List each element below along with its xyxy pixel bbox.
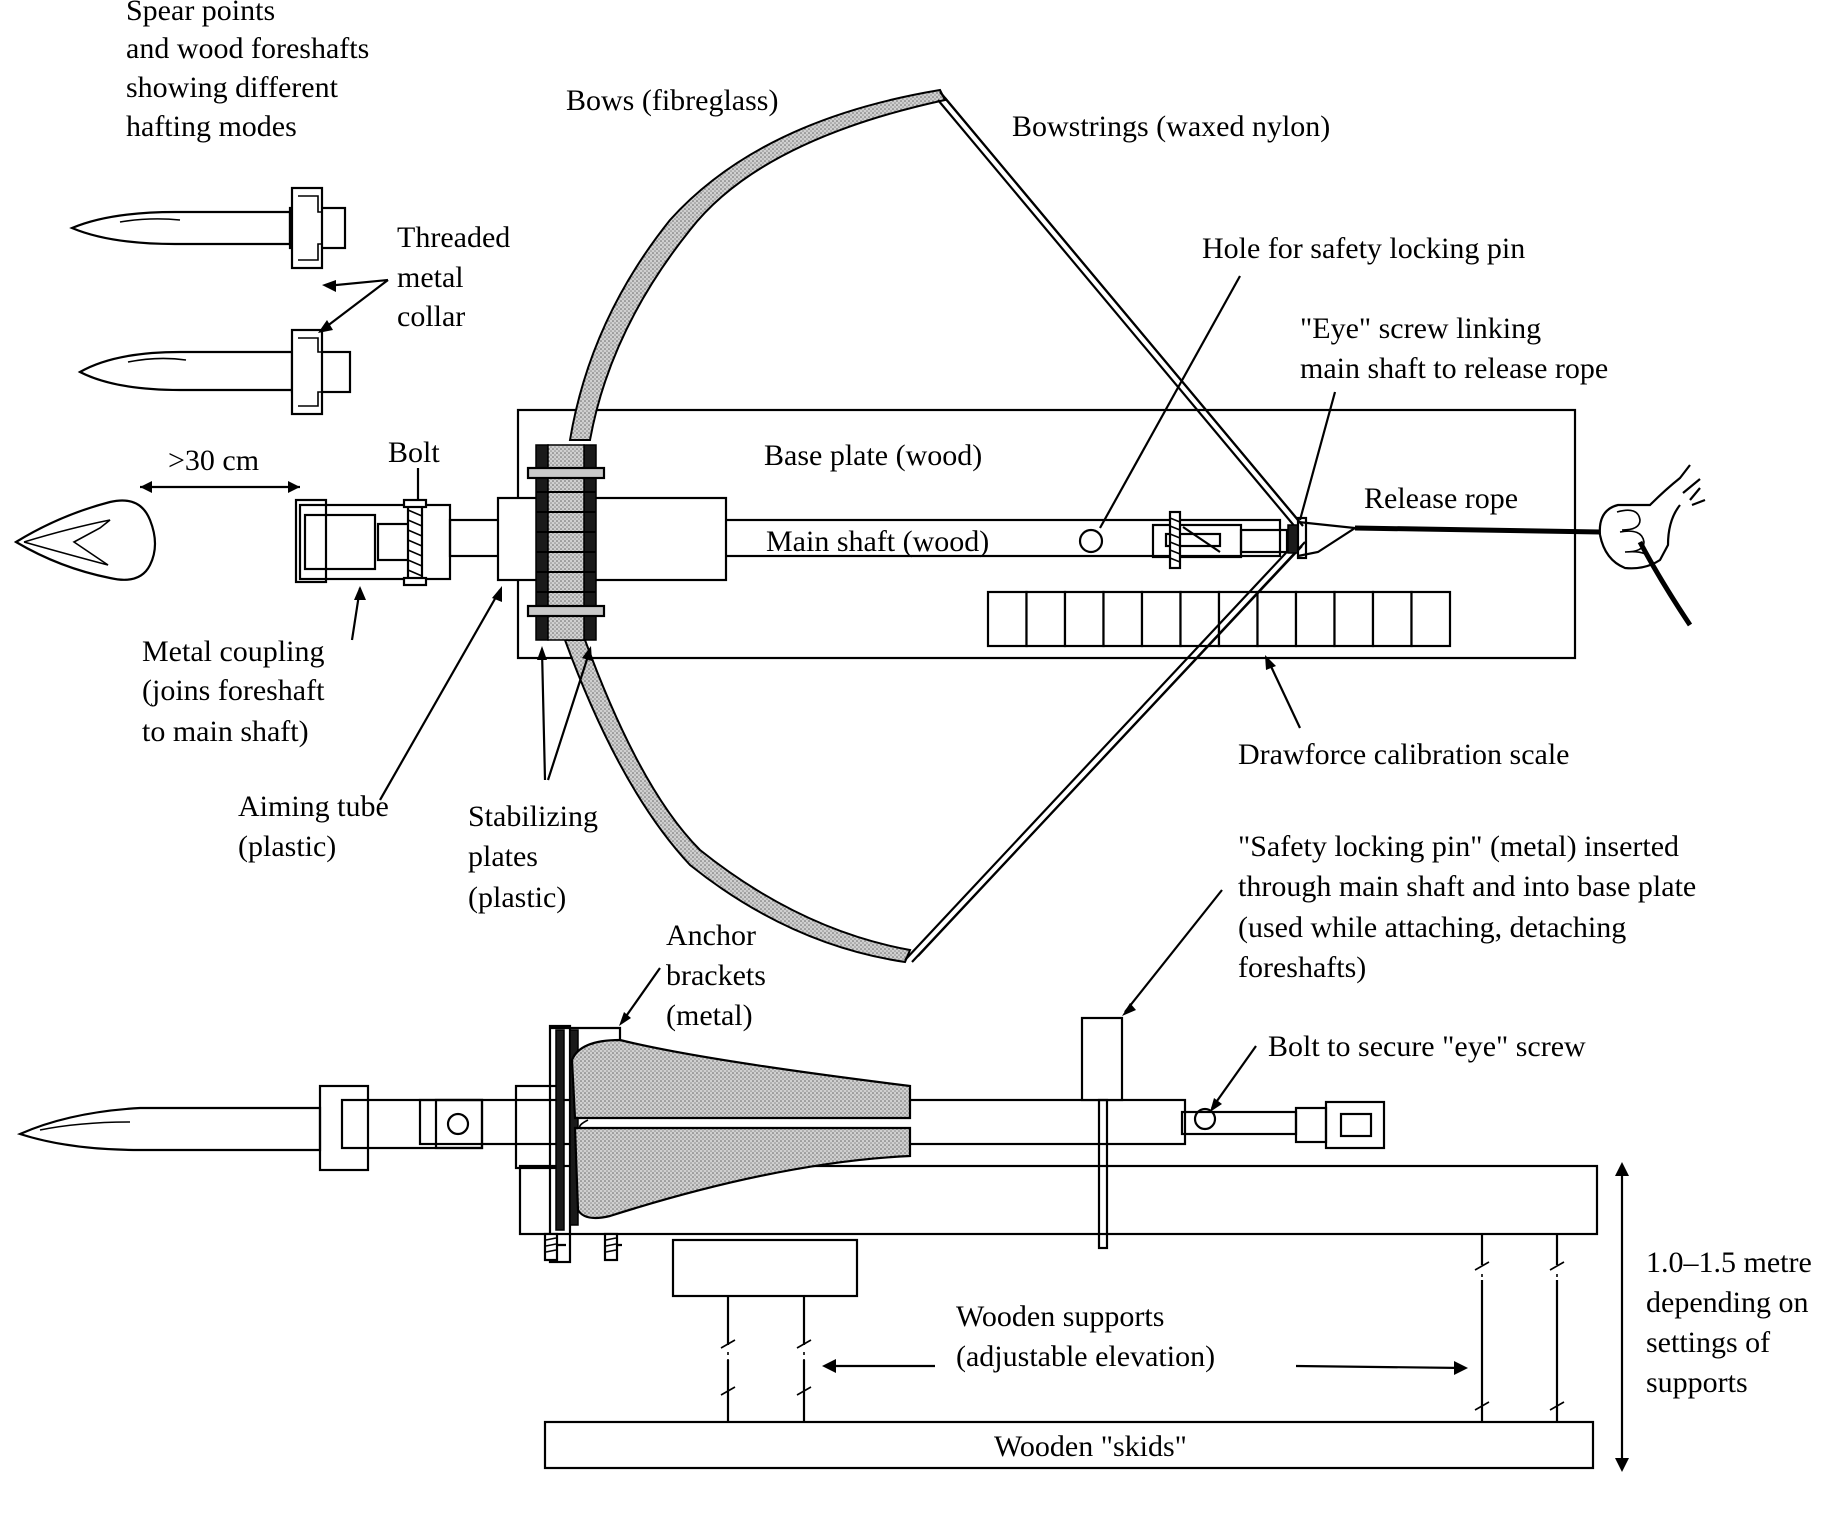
calibration-scale: [986, 590, 1452, 648]
side-bow-upper: [570, 1038, 912, 1120]
lower-bow-limb: [563, 639, 912, 964]
support-block: [671, 1238, 859, 1298]
stabilizing-plate-bolts: [536, 491, 596, 593]
label-metal-coupling: Metal coupling: [142, 635, 324, 668]
label-eye-screw-2: main shaft to release rope: [1300, 352, 1608, 385]
label-height: 1.0–1.5 metre: [1646, 1246, 1812, 1279]
label-spear-points-2: and wood foreshafts: [126, 32, 369, 65]
label-bowstrings: Bowstrings (waxed nylon): [1012, 110, 1330, 143]
safety-pin-hole: [1078, 528, 1104, 554]
label-threaded-collar-3: collar: [397, 300, 465, 333]
spear-head-side: [16, 1106, 322, 1152]
label-safety-pin-3: (used while attaching, detaching: [1238, 911, 1626, 944]
label-threaded-collar: Threaded: [397, 221, 510, 254]
calibration-cell: [1333, 590, 1375, 648]
label-height-2: depending on: [1646, 1286, 1808, 1319]
label-aiming-tube: Aiming tube: [238, 790, 389, 823]
label-bolt-eye: Bolt to secure "eye" screw: [1268, 1030, 1586, 1063]
label-aiming-tube-2: (plastic): [238, 830, 336, 863]
side-base-plate: [518, 1164, 1599, 1236]
side-bow-lower: [573, 1126, 912, 1220]
label-eye-screw: "Eye" screw linking: [1300, 312, 1541, 345]
aiming-tube: [496, 496, 728, 582]
label-wooden-supports-2: (adjustable elevation): [956, 1340, 1215, 1373]
calibration-cell: [1371, 590, 1413, 648]
bowstrings: [904, 91, 1306, 963]
label-height-3: settings of: [1646, 1326, 1770, 1359]
calibration-cell: [1025, 590, 1067, 648]
upper-bow-limb: [568, 88, 947, 441]
skids: [543, 1420, 1595, 1470]
calibration-cell: [986, 590, 1028, 648]
eye-screw-side: [1180, 1100, 1386, 1150]
label-stabilizing-3: (plastic): [468, 881, 566, 914]
label-spear-points: Spear points: [126, 0, 275, 27]
label-base-plate: Base plate (wood): [764, 439, 982, 472]
safety-locking-pin: [1080, 1016, 1124, 1102]
label-spear-points-3: showing different: [126, 71, 339, 104]
label-anchor-3: (metal): [666, 999, 753, 1032]
eye-screw-bolt-plan: [1151, 510, 1308, 570]
label-stabilizing-2: plates: [468, 840, 538, 873]
label-release-rope: Release rope: [1364, 482, 1518, 515]
wooden-supports: [720, 1234, 1565, 1422]
calibration-cell: [1179, 590, 1221, 648]
metal-coupling: [298, 503, 452, 581]
label-threaded-collar-2: metal: [397, 261, 464, 294]
label-skids: Wooden "skids": [994, 1430, 1187, 1463]
spear-point-detail-2: [77, 328, 352, 416]
label-30cm: >30 cm: [168, 444, 259, 477]
label-main-shaft: Main shaft (wood): [766, 525, 989, 558]
label-metal-coupling-2: (joins foreshaft: [142, 674, 325, 707]
threaded-collar-leaders: [318, 278, 389, 333]
coupling-bolt: [402, 498, 428, 587]
calibration-cell: [1140, 590, 1182, 648]
calibration-cell: [1294, 590, 1336, 648]
label-anchor-2: brackets: [666, 959, 766, 992]
label-height-4: supports: [1646, 1366, 1748, 1399]
label-hole-pin: Hole for safety locking pin: [1202, 232, 1525, 265]
label-bolt: Bolt: [388, 436, 440, 469]
label-safety-pin-2: through main shaft and into base plate: [1238, 870, 1696, 903]
label-drawforce: Drawforce calibration scale: [1238, 738, 1569, 771]
hand-icon: [1598, 464, 1706, 570]
label-leaders: [140, 275, 1629, 1472]
release-rope: [1297, 520, 1693, 627]
label-wooden-supports: Wooden supports: [956, 1300, 1164, 1333]
label-stabilizing: Stabilizing: [468, 800, 598, 833]
spear-point-detail-1: [69, 186, 347, 270]
label-safety-pin-4: foreshafts): [1238, 951, 1366, 984]
spear-head-plan: [13, 499, 157, 581]
label-bows: Bows (fibreglass): [566, 84, 778, 117]
label-metal-coupling-3: to main shaft): [142, 715, 309, 748]
calibration-cell: [1102, 590, 1144, 648]
calibration-cell: [1410, 590, 1452, 648]
calibration-cell: [1063, 590, 1105, 648]
label-anchor: Anchor: [666, 919, 756, 952]
label-safety-pin: "Safety locking pin" (metal) inserted: [1238, 830, 1679, 863]
label-spear-points-4: hafting modes: [126, 110, 297, 143]
calibration-cell: [1256, 590, 1298, 648]
